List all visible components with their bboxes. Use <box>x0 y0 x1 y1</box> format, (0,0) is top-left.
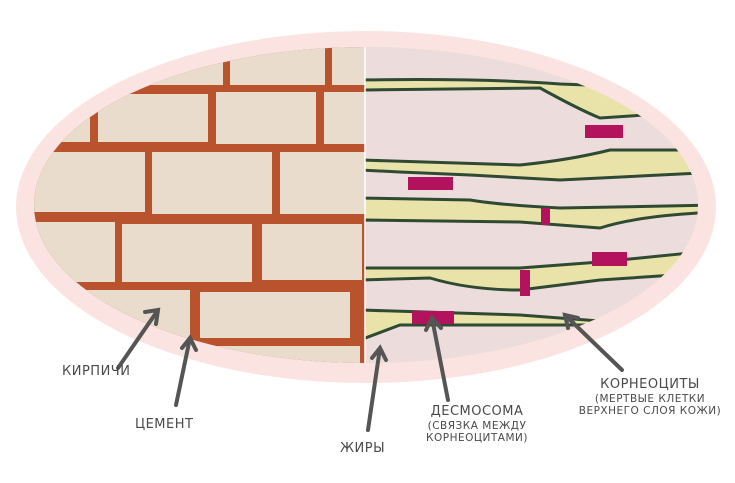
label-desmosome: десмосома <box>430 404 524 419</box>
label-bricks: кирпичи <box>62 364 131 379</box>
label-lipids: жиры <box>340 441 386 456</box>
label-cement: цемент <box>135 417 194 432</box>
arrow-cement <box>174 334 198 407</box>
arrows <box>116 307 624 432</box>
arrow-bricks <box>116 307 161 370</box>
label-corneocytes-note: (мертвые клетки верхнего слоя кожи) <box>578 392 722 417</box>
label-corneocytes: корнеоциты <box>600 377 700 392</box>
arrow-corneocytes <box>562 312 624 372</box>
arrow-desmosome <box>424 314 450 402</box>
label-desmosome-note: (связка между корнеоцитами) <box>426 419 528 444</box>
arrow-lipids <box>366 344 388 432</box>
brick-wall <box>34 47 365 363</box>
corneocytes-label-group: корнеоциты (мертвые клетки верхнего слоя… <box>575 377 725 417</box>
desmosome-label-group: десмосома (связка между корнеоцитами) <box>412 404 542 444</box>
